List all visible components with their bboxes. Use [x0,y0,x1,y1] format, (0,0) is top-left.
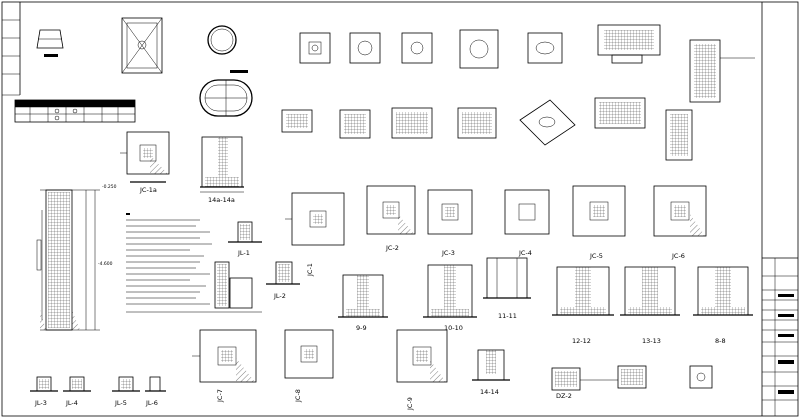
section-9-9 [338,274,388,318]
label-jc9: JC-9 [406,397,414,411]
label-section-14a: 14a-14a [208,196,235,204]
section-13-13 [620,266,680,316]
label-jl2: JL-2 [273,292,286,300]
detail-trapezoid [36,29,64,57]
section-14a [200,136,244,193]
label-jc5: JC-5 [589,252,603,260]
section-row-2 [281,97,693,161]
section-12-12 [552,266,614,316]
section-14-14 [472,349,510,381]
label-9-9: 9-9 [356,324,367,332]
label-jc1a: JC-1a [139,186,157,194]
jc5-plan [572,185,626,237]
plan-6 [597,24,661,64]
jl-small-sections [30,376,166,392]
label-12-12: 12-12 [572,337,591,345]
pier-detail [214,261,253,309]
label-jc2: JC-2 [385,244,399,252]
label-jl5: JL-5 [114,399,127,407]
detail-ellipse [199,70,253,117]
sec-c [391,107,433,139]
label-dz2: DZ-2 [556,392,572,400]
label-11-11: 11-11 [498,312,517,320]
dz2-detail [551,365,713,391]
sec-e [519,99,576,146]
jc2-plan [366,185,416,235]
label-jl1: JL-1 [237,249,250,257]
elev-top: -0.250 [102,184,117,190]
tall-column-section [36,189,100,331]
label-jl3: JL-3 [34,399,47,407]
label-14-14: 14-14 [480,388,499,396]
jc1a-plan [120,131,170,183]
label-13-13: 13-13 [642,337,661,345]
general-notes [126,213,262,313]
label-jc4: JC-4 [518,249,532,257]
sec-b [339,109,371,139]
label-10-10: 10-10 [444,324,463,332]
sec-a [281,109,313,133]
jc6-plan [653,185,707,237]
label-jc3: JC-3 [441,249,455,257]
plan-1 [299,32,331,64]
jc7-plan [192,329,257,383]
jc3-plan [427,189,473,235]
label-jl6: JL-6 [145,399,158,407]
jc1-plan [285,192,345,246]
section-8-8 [693,266,753,316]
sec-g [665,109,693,161]
label-jc6: JC-6 [671,252,685,260]
jl1-detail [228,221,262,243]
section-11-11 [483,257,531,299]
detail-frame-box [121,17,163,74]
jl2-detail [266,261,300,285]
jc9-plan [396,329,448,383]
sec-f [594,97,646,129]
label-jc1: JC-1 [306,263,314,277]
jc4-plan [504,189,550,235]
title-block [761,2,798,416]
detail-circle [207,25,237,55]
label-jc8: JC-8 [294,389,302,403]
section-10-10 [423,264,477,318]
sec-d [457,107,497,139]
label-8-8: 8-8 [715,337,726,345]
plan-row-top [299,24,755,103]
jc8-plan [284,329,334,379]
label-jl4: JL-4 [65,399,78,407]
plan-4 [459,29,499,69]
plan-3 [401,32,433,64]
plan-7 [689,39,755,103]
plan-5 [527,32,563,64]
rebar-table [14,99,136,123]
label-jc7: JC-7 [216,389,224,403]
elev-bot: -4.600 [98,261,113,267]
plan-2 [349,32,381,64]
